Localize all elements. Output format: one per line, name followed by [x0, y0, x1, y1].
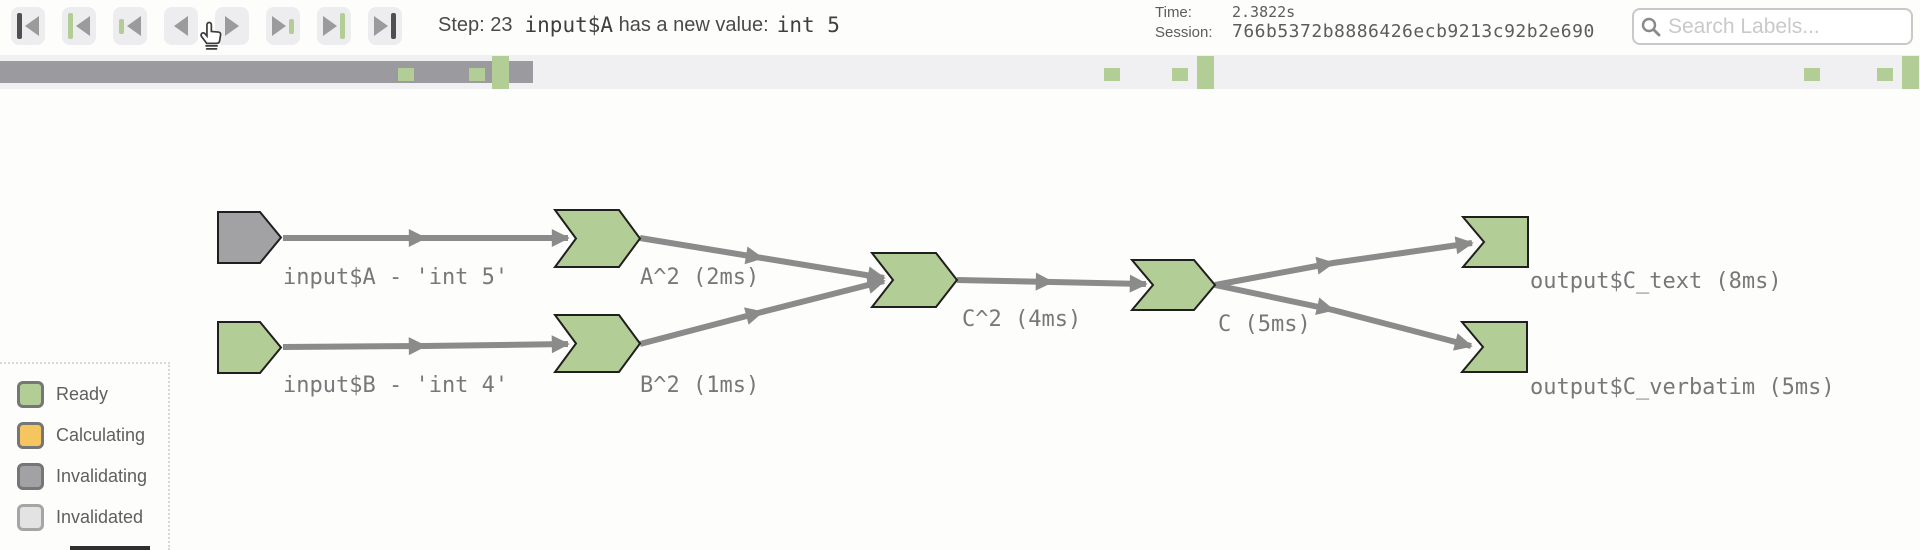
calculating-swatch-icon	[17, 422, 44, 449]
node-label-input-A: input$A - 'int 5'	[283, 265, 508, 290]
timeline-event-marker[interactable]	[1877, 68, 1893, 81]
node-label-C2: C^2 (4ms)	[962, 307, 1081, 332]
triangle-left-icon	[76, 16, 90, 36]
session-value: 766b5372b8886426ecb9213c92b2e690	[1232, 21, 1595, 42]
legend-row-ready: Ready	[17, 381, 168, 408]
previous-mark-step-button[interactable]	[113, 7, 147, 45]
step-nav-buttons	[11, 7, 402, 45]
legend-label: Ready	[56, 384, 109, 404]
triangle-right-icon	[225, 16, 239, 36]
session-label: Session:	[1155, 24, 1213, 41]
edge-inputB-to-B2	[282, 335, 570, 356]
status-legend: Ready Calculating Invalidating Invalidat…	[0, 362, 170, 550]
node-input-B[interactable]	[217, 321, 283, 374]
step-subject: input$A	[524, 13, 614, 37]
session-meta: Time: 2.3822s Session: 766b5372b8886426e…	[1155, 3, 1595, 42]
mark-icon	[119, 18, 124, 34]
previous-idle-step-button[interactable]	[62, 7, 96, 45]
timeline-event-marker[interactable]	[469, 68, 485, 81]
next-idle-step-button[interactable]	[317, 7, 351, 45]
hand-cursor-icon	[200, 21, 222, 50]
header: Step: 23 input$A has a new value: int 5 Ti…	[0, 0, 1920, 52]
mark-icon	[289, 18, 294, 34]
node-output-C-verbatim[interactable]	[1459, 321, 1528, 373]
step-label: Step:	[438, 13, 485, 36]
node-input-A[interactable]	[217, 211, 283, 264]
step-verb: has a new value:	[618, 13, 769, 36]
ready-swatch-icon	[17, 381, 44, 408]
timeline-event-marker[interactable]	[1804, 68, 1820, 81]
search-box	[1632, 8, 1913, 45]
triangle-right-icon	[374, 16, 388, 36]
next-mark-step-button[interactable]	[266, 7, 300, 45]
timeline-idle-marker[interactable]	[1197, 56, 1214, 89]
edge-A2-to-C2	[639, 235, 886, 285]
node-C[interactable]	[1129, 259, 1217, 311]
legend-label: Invalidated	[56, 507, 144, 527]
triangle-left-icon	[25, 16, 39, 36]
search-icon	[1641, 17, 1661, 36]
timeline-event-marker[interactable]	[1172, 68, 1188, 81]
idle-mark-icon	[68, 13, 73, 39]
idle-mark-icon	[340, 13, 345, 39]
node-C2[interactable]	[869, 252, 959, 308]
legend-row-invalidating: Invalidating	[17, 463, 168, 490]
legend-label: Calculating	[56, 425, 146, 445]
node-output-C-text[interactable]	[1460, 216, 1529, 268]
edge-C-to-outputCtext	[1214, 236, 1474, 288]
timeline-track[interactable]	[0, 55, 1920, 89]
triangle-left-icon	[174, 16, 188, 36]
node-label-output-C-verbatim: output$C_verbatim (5ms)	[1530, 375, 1835, 400]
invalidating-swatch-icon	[17, 463, 44, 490]
node-B2[interactable]	[553, 314, 642, 373]
node-label-A2: A^2 (2ms)	[640, 265, 759, 290]
edge-B2-to-C2	[639, 276, 886, 347]
time-value: 2.3822s	[1232, 3, 1296, 21]
timeline-event-marker[interactable]	[1104, 68, 1120, 81]
start-bar-icon	[17, 13, 22, 39]
first-step-button[interactable]	[11, 7, 45, 45]
invalidated-swatch-icon	[17, 504, 44, 531]
timeline-idle-marker[interactable]	[1902, 56, 1919, 89]
horizontal-scrollbar-thumb[interactable]	[70, 546, 150, 550]
edge-C-to-outputCverbatim	[1214, 282, 1473, 351]
legend-label: Invalidating	[56, 466, 148, 486]
legend-row-calculating: Calculating	[17, 422, 168, 449]
triangle-right-icon	[272, 16, 286, 36]
timeline-current-marker[interactable]	[492, 56, 509, 89]
time-label: Time:	[1155, 4, 1192, 21]
search-input[interactable]	[1666, 13, 1905, 40]
legend-row-invalidated: Invalidated	[17, 504, 168, 531]
node-label-output-C-text: output$C_text (8ms)	[1530, 269, 1782, 294]
step-number: 23	[490, 13, 513, 36]
step-status: Step: 23 input$A has a new value: int 5	[438, 0, 840, 50]
triangle-right-icon	[323, 16, 337, 36]
edge-C2-to-C	[956, 272, 1148, 293]
triangle-left-icon	[127, 16, 141, 36]
step-value: int 5	[776, 13, 840, 37]
node-label-C: C (5ms)	[1218, 312, 1311, 337]
node-label-B2: B^2 (1ms)	[640, 373, 759, 398]
node-A2[interactable]	[553, 209, 642, 268]
last-step-button[interactable]	[368, 7, 402, 45]
timeline-event-marker[interactable]	[398, 68, 414, 81]
previous-step-button[interactable]	[164, 7, 198, 45]
node-label-input-B: input$B - 'int 4'	[283, 373, 508, 398]
end-bar-icon	[391, 13, 396, 39]
